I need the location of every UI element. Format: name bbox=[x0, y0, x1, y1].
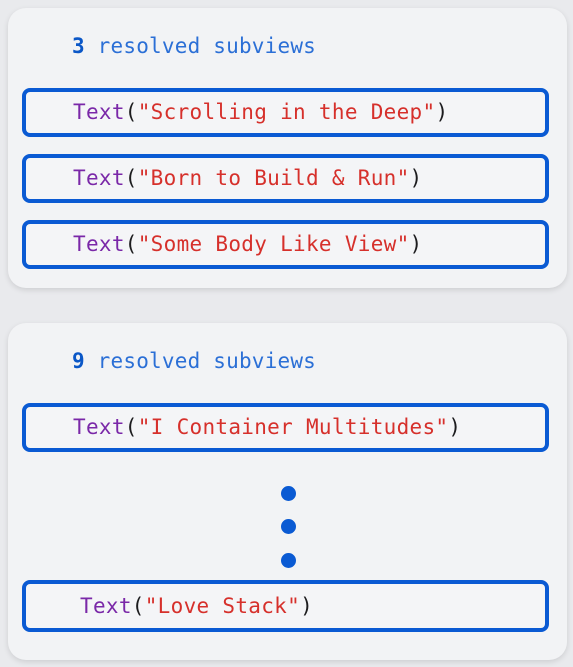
group-2-header: 9 resolved subviews bbox=[72, 349, 316, 373]
subview-i-container-multitudes: Text("I Container Multitudes") bbox=[22, 403, 549, 452]
func-name: Text bbox=[73, 100, 125, 124]
close-paren: ) bbox=[409, 166, 423, 190]
subview-born-to-build-and-run: Text("Born to Build & Run") bbox=[22, 154, 549, 203]
open-paren: ( bbox=[124, 232, 138, 256]
func-name: Text bbox=[73, 232, 125, 256]
subview-love-stack: Text("Love Stack") bbox=[22, 580, 549, 632]
ellipsis-dot-icon bbox=[281, 519, 296, 534]
func-name: Text bbox=[80, 594, 132, 618]
open-paren: ( bbox=[124, 415, 138, 439]
subview-some-body-like-view: Text("Some Body Like View") bbox=[22, 220, 549, 269]
string-literal: "Some Body Like View" bbox=[137, 232, 410, 256]
func-name: Text bbox=[73, 166, 125, 190]
close-paren: ) bbox=[435, 100, 449, 124]
string-literal: "Scrolling in the Deep" bbox=[137, 100, 436, 124]
ellipsis-dot-icon bbox=[281, 486, 296, 501]
func-name: Text bbox=[73, 415, 125, 439]
string-literal: "I Container Multitudes" bbox=[137, 415, 449, 439]
close-paren: ) bbox=[300, 594, 314, 618]
open-paren: ( bbox=[131, 594, 145, 618]
group-1-label: resolved subviews bbox=[84, 34, 317, 58]
subview-scrolling-in-the-deep: Text("Scrolling in the Deep") bbox=[22, 88, 549, 137]
group-1-header: 3 resolved subviews bbox=[72, 34, 316, 58]
open-paren: ( bbox=[124, 166, 138, 190]
group-1-count: 3 bbox=[72, 34, 85, 58]
string-literal: "Born to Build & Run" bbox=[137, 166, 410, 190]
open-paren: ( bbox=[124, 100, 138, 124]
group-2-label: resolved subviews bbox=[84, 349, 317, 373]
close-paren: ) bbox=[409, 232, 423, 256]
close-paren: ) bbox=[448, 415, 462, 439]
subview-group-2: 9 resolved subviews Text("I Container Mu… bbox=[8, 323, 567, 660]
subview-group-1: 3 resolved subviews Text("Scrolling in t… bbox=[8, 8, 567, 288]
ellipsis-dot-icon bbox=[281, 553, 296, 568]
group-2-count: 9 bbox=[72, 349, 85, 373]
string-literal: "Love Stack" bbox=[144, 594, 301, 618]
